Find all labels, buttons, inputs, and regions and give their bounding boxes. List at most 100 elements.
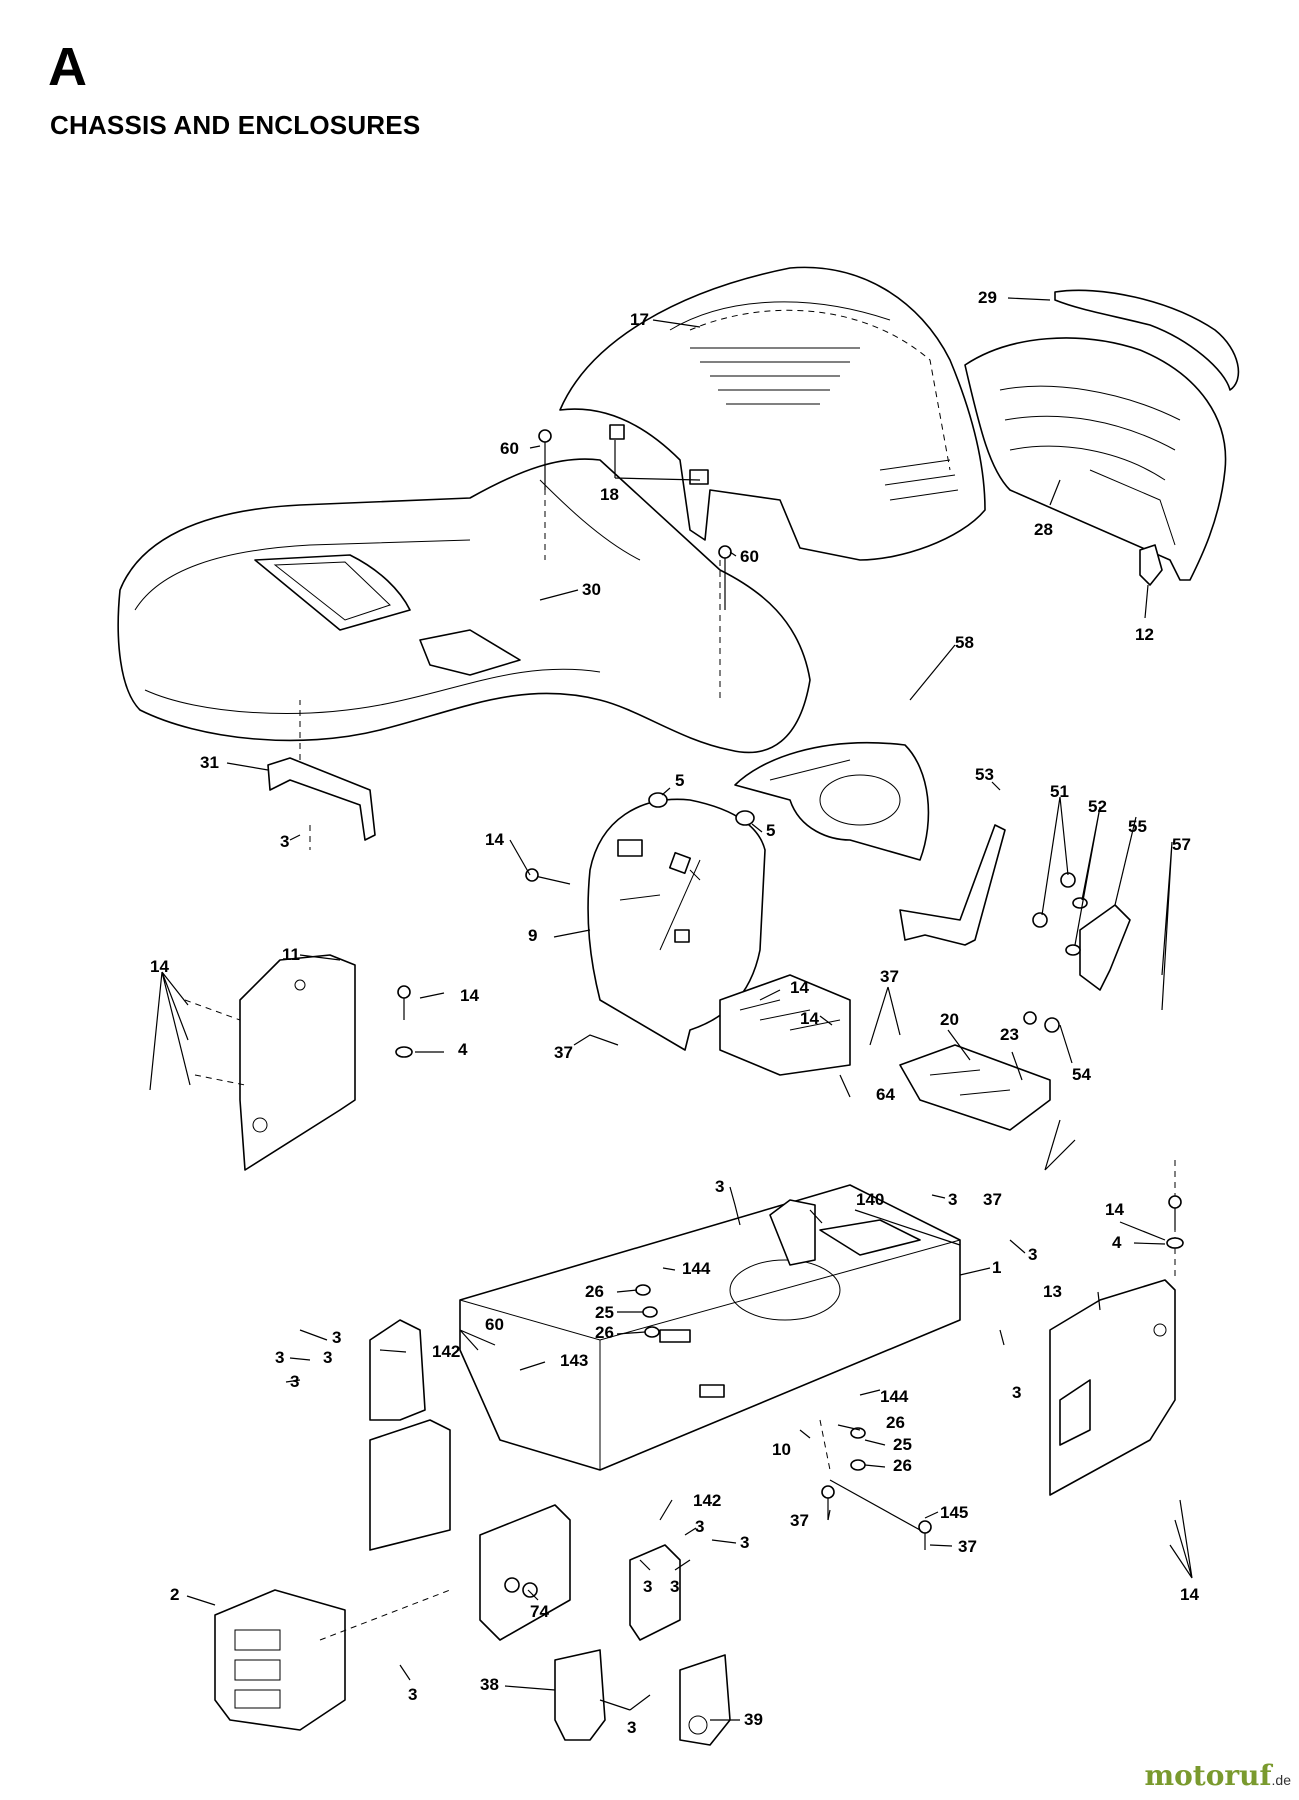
front-side-plate-drawing — [369, 1419, 451, 1551]
callout-3-d: 3 — [1028, 1245, 1037, 1264]
callout-4-b: 4 — [1112, 1233, 1122, 1252]
callout-3-j: 3 — [695, 1517, 704, 1536]
callout-29: 29 — [978, 288, 997, 307]
callout-37-e: 37 — [958, 1537, 977, 1556]
callout-37-a: 37 — [554, 1043, 573, 1062]
callout-26-b: 26 — [595, 1323, 614, 1342]
front-grille-drawing — [964, 337, 1227, 581]
callout-60-c: 60 — [485, 1315, 504, 1334]
washer-icon — [850, 1427, 866, 1439]
screw-icon — [538, 429, 552, 490]
callout-3-i: 3 — [323, 1348, 332, 1367]
washer-icon — [1072, 897, 1088, 909]
callout-3-m: 3 — [670, 1577, 679, 1596]
washer-icon — [850, 1459, 866, 1471]
callout-1: 1 — [992, 1258, 1001, 1277]
callout-54: 54 — [1072, 1065, 1091, 1084]
section-letter: A — [48, 37, 87, 97]
pedal-bracket-right-drawing — [679, 1654, 731, 1746]
callout-5-a: 5 — [675, 771, 684, 790]
callout-14-g: 14 — [1180, 1585, 1199, 1604]
small-clip-drawing — [1139, 544, 1163, 586]
callout-2: 2 — [170, 1585, 179, 1604]
callout-18: 18 — [600, 485, 619, 504]
callout-30: 30 — [582, 580, 601, 599]
callout-20: 20 — [940, 1010, 959, 1029]
section-title: CHASSIS AND ENCLOSURES — [50, 110, 421, 140]
callout-57: 57 — [1172, 835, 1191, 854]
washer-icon — [642, 1306, 658, 1318]
callout-51: 51 — [1050, 782, 1069, 801]
pedal-bracket-left-drawing — [554, 1649, 606, 1741]
callout-37-c: 37 — [983, 1190, 1002, 1209]
callout-10: 10 — [772, 1440, 791, 1459]
chassis-frame-drawing — [459, 1184, 961, 1471]
screw-icon — [397, 985, 411, 1020]
console-drawing — [719, 974, 851, 1076]
screw-icon — [918, 1520, 932, 1550]
knob-a-drawing — [648, 792, 668, 808]
callout-3-b: 3 — [715, 1177, 724, 1196]
callout-17: 17 — [630, 310, 649, 329]
fender-pan-drawing — [117, 458, 811, 754]
callout-60-b: 60 — [740, 547, 759, 566]
washer-icon — [395, 1046, 413, 1058]
seat-bracket-drawing — [267, 757, 376, 841]
callout-3-k: 3 — [740, 1533, 749, 1552]
screw-icon — [525, 868, 571, 885]
screw-icon — [718, 545, 732, 610]
front-cover-drawing — [214, 1589, 346, 1731]
callout-53: 53 — [975, 765, 994, 784]
callout-3-h: 3 — [290, 1372, 299, 1391]
axle-bracket-right-drawing — [629, 1544, 681, 1641]
leader-lines — [149, 297, 1193, 1721]
callout-25-a: 25 — [595, 1303, 614, 1322]
callout-9: 9 — [528, 926, 537, 945]
callout-5-b: 5 — [766, 821, 775, 840]
callout-23: 23 — [1000, 1025, 1019, 1044]
callout-4-a: 4 — [458, 1040, 468, 1059]
callout-26-d: 26 — [893, 1456, 912, 1475]
callout-140: 140 — [856, 1190, 884, 1209]
callout-26-c: 26 — [886, 1413, 905, 1432]
callout-26-a: 26 — [585, 1282, 604, 1301]
callout-143: 143 — [560, 1351, 588, 1370]
callout-38: 38 — [480, 1675, 499, 1694]
callout-12: 12 — [1135, 625, 1154, 644]
callout-142-a: 142 — [432, 1342, 460, 1361]
callout-37-d: 37 — [790, 1511, 809, 1530]
callout-74: 74 — [530, 1602, 549, 1621]
frame-bracket-drawing — [769, 1199, 816, 1266]
lower-mount-plate-drawing — [479, 1504, 571, 1641]
callout-labels: 17 29 60 18 28 60 30 12 58 31 5 5 53 51 … — [150, 288, 1199, 1737]
plate-drawing — [899, 1044, 1051, 1131]
watermark-logo: motoruf.de — [1144, 1759, 1291, 1792]
callout-3-f: 3 — [1012, 1383, 1021, 1402]
callout-31: 31 — [200, 753, 219, 772]
nut-icon — [1023, 1011, 1037, 1025]
nut-icon — [1044, 1017, 1060, 1033]
grille-trim-drawing — [1054, 289, 1240, 391]
callout-14-a: 14 — [485, 830, 504, 849]
callout-13: 13 — [1043, 1282, 1062, 1301]
callout-60-a: 60 — [500, 439, 519, 458]
callout-28: 28 — [1034, 520, 1053, 539]
callout-39: 39 — [744, 1710, 763, 1729]
callout-14-f: 14 — [1105, 1200, 1124, 1219]
callout-144-b: 144 — [880, 1387, 909, 1406]
right-side-panel-drawing — [1049, 1279, 1176, 1496]
callout-3-a: 3 — [280, 832, 289, 851]
callout-55: 55 — [1128, 817, 1147, 836]
nut-icon — [1032, 912, 1048, 928]
pivot-bracket-drawing — [1079, 904, 1131, 991]
washer-icon — [635, 1284, 651, 1296]
callout-14-c: 14 — [460, 986, 479, 1005]
lever-bracket-drawing — [899, 824, 1006, 946]
callout-3-c: 3 — [948, 1190, 957, 1209]
washer-icon — [1166, 1237, 1184, 1249]
washer-icon — [1065, 944, 1081, 956]
washer-icon — [644, 1326, 660, 1338]
axle-bracket-left-drawing — [369, 1319, 426, 1421]
callout-11: 11 — [282, 945, 300, 964]
